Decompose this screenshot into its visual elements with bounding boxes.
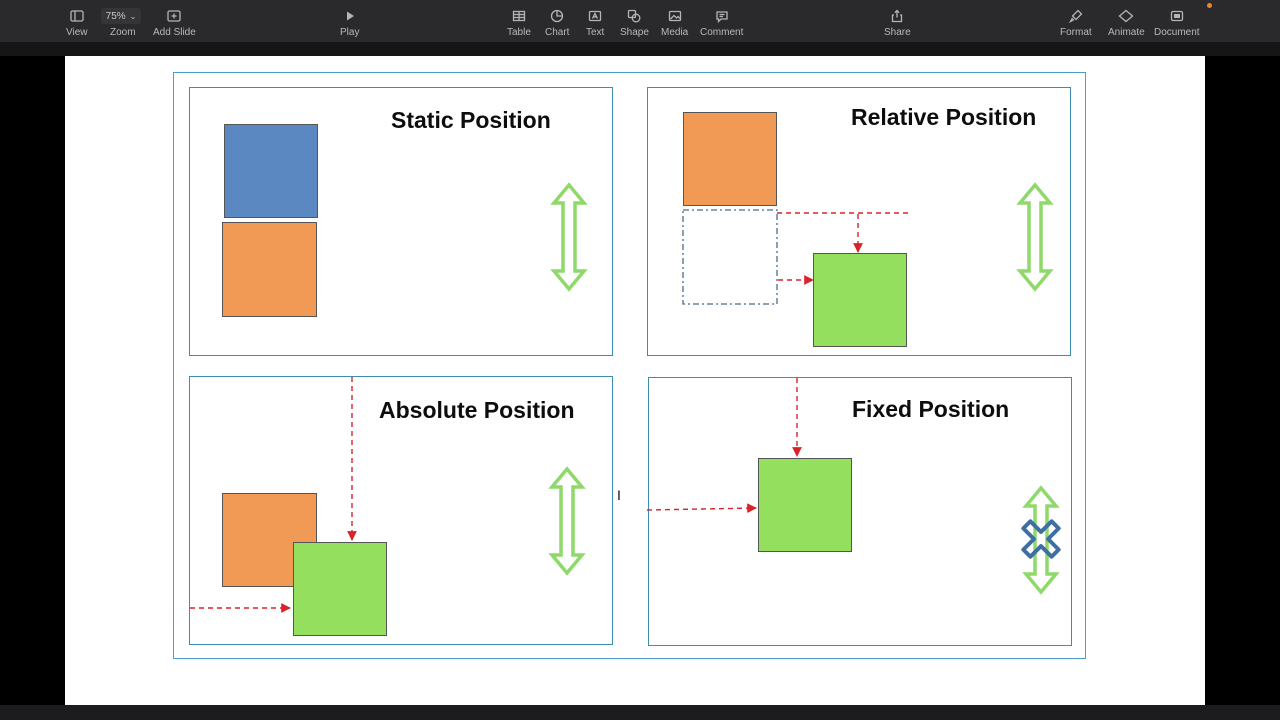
media-icon <box>668 8 682 24</box>
view-label: View <box>66 27 88 38</box>
comment-button[interactable]: Comment <box>700 8 743 38</box>
text-box-icon <box>588 8 602 24</box>
document-icon <box>1170 8 1184 24</box>
add-slide-label: Add Slide <box>153 27 196 38</box>
zoom-select[interactable]: 75% ⌄ <box>101 8 141 24</box>
x-cross-icon <box>1021 519 1061 559</box>
shape-icon <box>627 8 641 24</box>
comment-icon <box>715 8 729 24</box>
orange-box <box>683 112 777 206</box>
add-slide-icon <box>167 8 182 24</box>
media-button[interactable]: Media <box>661 8 688 38</box>
play-button[interactable]: Play <box>340 8 359 38</box>
zoom-label: Zoom <box>110 27 136 38</box>
toolbar-divider <box>0 42 1280 56</box>
animate-button[interactable]: Animate <box>1108 8 1145 38</box>
position-diagram[interactable] <box>173 72 1086 659</box>
paintbrush-icon <box>1068 8 1083 24</box>
up-down-arrow-icon <box>552 183 586 291</box>
media-label: Media <box>661 27 689 38</box>
blue-box <box>224 124 318 218</box>
fixed-position-panel <box>648 377 1072 646</box>
shape-button[interactable]: Shape <box>620 8 649 38</box>
animate-label: Animate <box>1108 27 1145 38</box>
share-button[interactable]: Share <box>884 8 911 38</box>
play-label: Play <box>340 27 360 38</box>
document-label: Document <box>1154 27 1200 38</box>
up-down-arrow-icon <box>1018 183 1052 291</box>
table-button[interactable]: Table <box>507 8 531 38</box>
up-down-arrow-icon <box>550 467 584 575</box>
view-button[interactable]: View <box>66 8 88 38</box>
chart-icon <box>550 8 564 24</box>
absolute-position-title: Absolute Position <box>379 397 575 423</box>
table-icon <box>512 8 526 24</box>
add-slide-button[interactable]: Add Slide <box>153 8 196 38</box>
shape-label: Shape <box>620 27 649 38</box>
chart-button[interactable]: Chart <box>545 8 569 38</box>
right-gutter <box>1205 56 1280 705</box>
green-box <box>758 458 852 552</box>
orange-box <box>222 222 317 317</box>
play-icon <box>344 8 356 24</box>
status-dot <box>1207 3 1212 8</box>
share-label: Share <box>884 27 911 38</box>
format-button[interactable]: Format <box>1060 8 1092 38</box>
diamond-icon <box>1118 8 1134 24</box>
chart-label: Chart <box>545 27 570 38</box>
text-label: Text <box>586 27 605 38</box>
relative-position-title: Relative Position <box>851 104 1037 130</box>
text-cursor-icon: I <box>617 487 621 503</box>
up-down-arrow-icon <box>1022 485 1060 595</box>
table-label: Table <box>507 27 531 38</box>
green-box <box>813 253 907 347</box>
sidebar-icon <box>70 8 84 24</box>
static-position-title: Static Position <box>391 107 551 133</box>
share-icon <box>890 8 904 24</box>
zoom-button[interactable]: Zoom <box>110 27 136 38</box>
comment-label: Comment <box>700 27 744 38</box>
document-button[interactable]: Document <box>1154 8 1200 38</box>
zoom-value: 75% <box>105 10 126 22</box>
text-button[interactable]: Text <box>586 8 604 38</box>
format-label: Format <box>1060 27 1092 38</box>
chevron-down-icon: ⌄ <box>129 11 137 21</box>
fixed-position-title: Fixed Position <box>852 396 1010 422</box>
green-box <box>293 542 387 636</box>
toolbar: View 75% ⌄ Zoom Add Slide Play Table Cha… <box>0 0 1280 42</box>
left-offset-arrow <box>646 503 757 514</box>
bottom-bar <box>0 705 1280 720</box>
original-position-outline <box>682 209 778 305</box>
